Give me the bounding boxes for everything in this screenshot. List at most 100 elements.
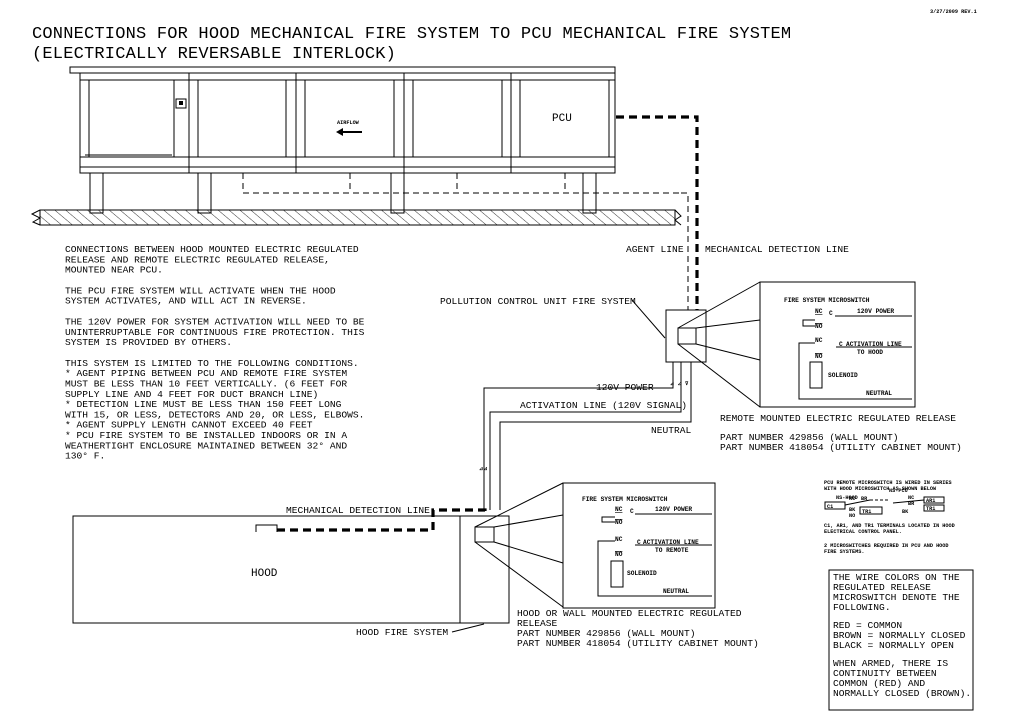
wire-color-line: WHEN ARMED, THERE IS <box>833 658 948 669</box>
note-line: * AGENT PIPING BETWEEN PCU AND REMOTE FI… <box>65 368 347 379</box>
note-line: MUST BE LESS THAN 10 FEET VERTICALLY. (6… <box>65 379 347 390</box>
wire-color-line: FOLLOWING. <box>833 602 891 613</box>
note-line: THIS SYSTEM IS LIMITED TO THE FOLLOWING … <box>65 358 359 369</box>
svg-text:NC: NC <box>615 506 623 513</box>
power-line-label: 120V POWER <box>596 382 654 393</box>
note-line: WITH 15, OR LESS, DETECTORS AND 20, OR L… <box>65 409 364 420</box>
svg-text:TR1: TR1 <box>926 506 935 512</box>
pcu-unit <box>69 66 681 214</box>
svg-text:NC: NC <box>908 495 914 501</box>
mechanical-detection-line-top <box>616 115 699 310</box>
svg-text:FIRE SYSTEM MICROSWITCH: FIRE SYSTEM MICROSWITCH <box>784 297 870 304</box>
agent-line-label: AGENT LINE <box>626 244 684 255</box>
wire-color-line: NORMALLY CLOSED (BROWN). <box>833 688 971 699</box>
svg-text:NO: NO <box>615 551 623 558</box>
wire-color-line: BROWN = NORMALLY CLOSED <box>833 630 966 641</box>
svg-text:BR: BR <box>908 501 915 507</box>
neutral-line-label: NEUTRAL <box>651 425 692 436</box>
pcu-microswitch-detail: FIRE SYSTEM MICROSWITCH NC C 120V POWER … <box>759 281 916 408</box>
wire-color-line: COMMON (RED) AND <box>833 678 925 689</box>
svg-text:TO REMOTE: TO REMOTE <box>655 547 689 554</box>
note-line: THE PCU FIRE SYSTEM WILL ACTIVATE WHEN T… <box>65 285 336 296</box>
wire-color-line: REGULATED RELEASE <box>833 582 931 593</box>
pcu-part-number-1: PART NUMBER 429856 (WALL MOUNT) <box>720 432 898 443</box>
activation-wire <box>489 362 682 510</box>
svg-text:NO: NO <box>849 513 855 519</box>
mechanical-detection-line-label: MECHANICAL DETECTION LINE <box>705 244 849 255</box>
svg-text:NEUTRAL: NEUTRAL <box>866 390 892 397</box>
note-line: SYSTEM IS PROVIDED BY OTHERS. <box>65 337 232 348</box>
page-subtitle: (ELECTRICALLY REVERSABLE INTERLOCK) <box>32 45 396 64</box>
control-panel-icon <box>175 98 187 109</box>
svg-text:NO: NO <box>815 353 823 360</box>
page-title: CONNECTIONS FOR HOOD MECHANICAL FIRE SYS… <box>32 25 791 44</box>
svg-text:2 MICROSWITCHES REQUIRED IN PC: 2 MICROSWITCHES REQUIRED IN PCU AND HOOD <box>824 543 949 549</box>
hood-part-number-1: PART NUMBER 429856 (WALL MOUNT) <box>517 628 695 639</box>
date-revision: 3/27/2009 REV.1 <box>930 9 977 15</box>
pcu-fire-system-label: POLLUTION CONTROL UNIT FIRE SYSTEM <box>440 296 636 307</box>
svg-text:NEUTRAL: NEUTRAL <box>663 588 689 595</box>
svg-text:BK: BK <box>849 507 856 513</box>
series-wiring-note: PCU REMOTE MICROSWITCH IS WIRED IN SERIE… <box>824 480 955 555</box>
svg-text:TR1: TR1 <box>862 509 871 515</box>
note-line: CONNECTIONS BETWEEN HOOD MOUNTED ELECTRI… <box>65 244 359 255</box>
svg-text:C: C <box>829 310 833 317</box>
activation-line-label: ACTIVATION LINE (120V SIGNAL) <box>520 400 687 411</box>
hood-microswitch-detail: FIRE SYSTEM MICROSWITCH NC C 120V POWER … <box>562 482 716 609</box>
note-line: THE 120V POWER FOR SYSTEM ACTIVATION WIL… <box>65 317 365 328</box>
hood-release-caption-2: RELEASE <box>517 618 558 629</box>
detector-icon <box>255 524 278 532</box>
svg-text:NC: NC <box>815 337 823 344</box>
svg-text:NO: NO <box>815 323 823 330</box>
pcu-release-caption: REMOTE MOUNTED ELECTRIC REGULATED RELEAS… <box>720 413 956 424</box>
pcu-part-number-2: PART NUMBER 418054 (UTILITY CABINET MOUN… <box>720 442 962 453</box>
svg-text:C: C <box>839 341 843 348</box>
mechanical-detection-line-hood <box>277 508 487 532</box>
note-line: * AGENT SUPPLY LENGTH CANNOT EXCEED 40 F… <box>65 420 313 431</box>
note-line: UNINTERRUPTABLE FOR CONTINUOUS FIRE PROT… <box>65 327 365 338</box>
svg-text:NC: NC <box>615 536 623 543</box>
airflow-label: AIRFLOW <box>337 120 360 126</box>
wire-color-line: CONTINUITY BETWEEN <box>833 668 937 679</box>
note-line: WEATHERTIGHT ENCLOSURE MAINTAINED BETWEE… <box>65 440 347 451</box>
svg-text:FIRE SYSTEMS.: FIRE SYSTEMS. <box>824 549 864 555</box>
svg-text:SOLENOID: SOLENOID <box>828 372 858 379</box>
power-wire <box>483 362 674 510</box>
note-line: RELEASE AND REMOTE ELECTRIC REGULATED RE… <box>65 254 330 265</box>
svg-text:NS-HOOD: NS-HOOD <box>836 495 858 501</box>
svg-text:ACTIVATION LINE: ACTIVATION LINE <box>846 341 902 348</box>
hood-box <box>72 482 564 624</box>
svg-text:PCU REMOTE MICROSWITCH IS WIRE: PCU REMOTE MICROSWITCH IS WIRED IN SERIE… <box>824 480 952 486</box>
svg-text:ELECTRICAL CONTROL PANEL.: ELECTRICAL CONTROL PANEL. <box>824 529 902 535</box>
svg-text:NS-PCU: NS-PCU <box>889 488 908 494</box>
hood-release-caption-1: HOOD OR WALL MOUNTED ELECTRIC REGULATED <box>517 608 742 619</box>
note-line: MOUNTED NEAR PCU. <box>65 265 163 276</box>
svg-text:WITH HOOD MICROSWITCH AS SHOWN: WITH HOOD MICROSWITCH AS SHOWN BELOW <box>824 486 937 492</box>
svg-text:NO: NO <box>615 519 623 526</box>
pcu-label: PCU <box>552 113 572 125</box>
svg-text:C: C <box>637 539 641 546</box>
note-line: * DETECTION LINE MUST BE LESS THAN 150 F… <box>65 399 342 410</box>
wire-color-line: THE WIRE COLORS ON THE <box>833 572 960 583</box>
svg-text:120V POWER: 120V POWER <box>857 308 894 315</box>
note-line: * PCU FIRE SYSTEM TO BE INSTALLED INDOOR… <box>65 430 347 441</box>
svg-text:NC: NC <box>849 496 855 502</box>
note-line: SYSTEM ACTIVATES, AND WILL ACT IN REVERS… <box>65 296 307 307</box>
svg-text:C1, AR1, AND TR1 TERMINALS LOC: C1, AR1, AND TR1 TERMINALS LOCATED IN HO… <box>824 523 955 529</box>
pcu-fire-system-box: ⊿ ⊿ ⊽ <box>483 281 761 510</box>
svg-text:SOLENOID: SOLENOID <box>627 570 657 577</box>
airflow-arrow-icon <box>336 128 362 136</box>
hood-part-number-2: PART NUMBER 418054 (UTILITY CABINET MOUN… <box>517 638 759 649</box>
notes-block: CONNECTIONS BETWEEN HOOD MOUNTED ELECTRI… <box>65 244 365 462</box>
svg-text:120V POWER: 120V POWER <box>655 506 692 513</box>
svg-text:ACTIVATION LINE: ACTIVATION LINE <box>643 539 699 546</box>
svg-text:⊿⊿: ⊿⊿ <box>479 466 488 472</box>
note-line: SUPPLY LINE AND 4 FEET FOR DUCT BRANCH L… <box>65 389 318 400</box>
wire-color-line: RED = COMMON <box>833 620 902 631</box>
neutral-wire <box>499 362 692 510</box>
svg-text:C: C <box>630 508 634 515</box>
svg-text:C1: C1 <box>827 504 833 510</box>
svg-text:NC: NC <box>815 308 823 315</box>
svg-text:BK: BK <box>902 509 909 515</box>
